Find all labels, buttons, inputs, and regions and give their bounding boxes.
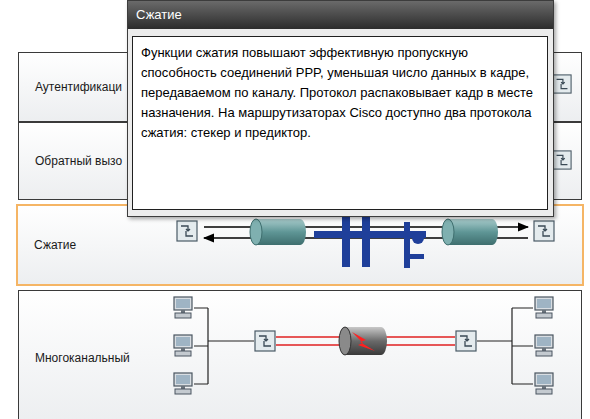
band-label: Сжатие <box>18 238 76 252</box>
band-label: Обратный вызо <box>19 154 122 168</box>
band-label: Аутентификаци <box>19 80 122 94</box>
band-label: Многоканальный <box>19 351 130 365</box>
feature-band: Многоканальный <box>18 290 582 419</box>
popup-title: Сжатие <box>128 1 553 29</box>
info-popup: СжатиеФункции сжатия повышают эффективну… <box>127 0 554 217</box>
popup-body-text: Функции сжатия повышают эффективную проп… <box>132 36 548 210</box>
